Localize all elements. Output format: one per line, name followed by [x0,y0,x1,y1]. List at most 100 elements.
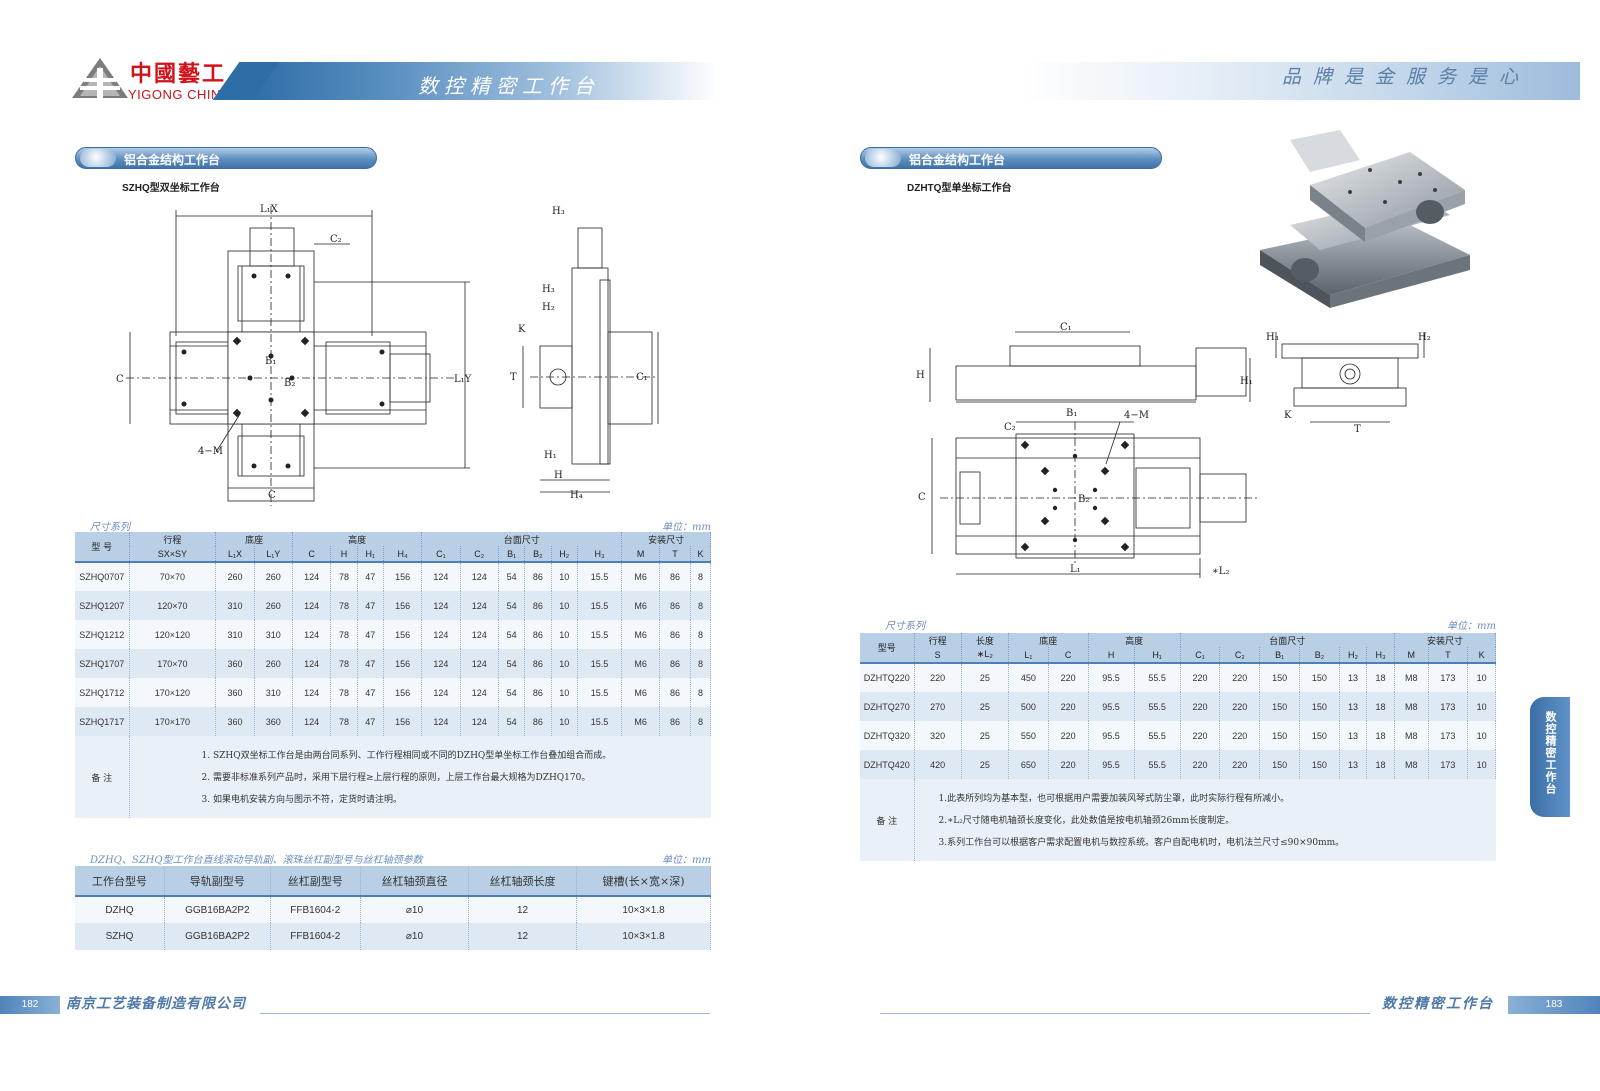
table-cell: 86 [659,678,691,707]
table-cell: 86 [659,562,691,591]
rail-column-header: 工作台型号 [75,866,165,897]
table-cell: 54 [498,591,526,620]
table-cell: 150 [1299,692,1340,721]
table-cell: M8 [1394,750,1429,779]
right-page-number: 183 [1508,996,1600,1014]
col-group-model: 型 号 [75,532,130,563]
table-cell: 10 [551,620,578,649]
rail-cell: ⌀10 [360,923,469,950]
table-cell: 15.5 [577,707,623,736]
column-header: L₁X [215,546,255,563]
table-cell: 18 [1366,750,1395,779]
logo-emblem-icon [72,58,128,98]
table-cell: 220 [1048,692,1089,721]
table-cell: 25 [961,663,1009,692]
rail-cell: DZHQ [75,896,165,923]
left-note-3: 3. 如果电机安装方向与图示不符，定货时请注明。 [201,795,402,805]
column-header: H₁ [1134,647,1181,664]
table-cell: M8 [1394,692,1429,721]
dim-l1y: L₁Y [454,374,472,385]
column-header: L₁Y [254,546,293,563]
dim-h1: H₁ [544,450,557,461]
side-tab-label: 数控精密工作台 [1544,711,1556,795]
table-cell: 150 [1259,663,1301,692]
dim-4m: 4−M [198,446,223,457]
footer-left-line [260,1013,710,1014]
rail-cell: 10×3×1.8 [576,923,711,950]
table-cell: 86 [659,591,691,620]
table-cell: 420 [914,750,962,779]
table-cell: 47 [357,678,384,707]
table-cell: 54 [498,562,526,591]
column-header: ∗L₂ [961,647,1009,664]
left-table-unit: 单位：mm [662,522,711,533]
r-dim-h3: H₃ [1266,332,1279,343]
table-cell: 220 [1180,750,1221,779]
table-cell: 55.5 [1134,750,1181,779]
column-header: C [1048,647,1089,664]
model-cell: DZHTQ220 [860,663,915,692]
table-cell: M8 [1394,721,1429,750]
table-cell: 86 [524,678,552,707]
table-cell: 10 [1467,663,1496,692]
left-page-number: 182 [0,996,60,1014]
table-cell: 150 [1259,692,1301,721]
model-cell: DZHTQ270 [860,692,915,721]
table-cell: 8 [690,591,712,620]
table-cell: M6 [621,562,661,591]
table-cell: 54 [498,678,526,707]
table-cell: 360 [254,707,293,736]
table-cell: 150 [1259,750,1301,779]
dim-h3-side: H₃ [542,284,555,295]
footer-right-line [880,1013,1370,1014]
rail-cell: ⌀10 [360,896,469,923]
table-cell: 156 [383,591,423,620]
right-note-label: 备 注 [860,779,915,861]
table-cell: 8 [690,707,712,736]
rail-table-caption: DZHQ、SZHQ型工作台直线滚动导轨副、滚珠丝杠副型号与丝杠轴颈参数 [90,855,423,866]
dim-k: K [518,324,526,335]
model-cell: SZHQ1717 [75,707,130,736]
rail-spec-table: 工作台型号导轨副型号丝杠副型号丝杠轴颈直径丝杠轴颈长度键槽(长×宽×深) DZH… [75,866,711,950]
table-cell: 25 [961,692,1009,721]
table-cell: 173 [1428,663,1469,692]
table-cell: 86 [659,620,691,649]
r-col-group-stroke: 行程 [914,633,962,647]
table-cell: 124 [292,649,332,678]
table-cell: 360 [215,707,255,736]
r-dim-b1: B₁ [1066,408,1077,419]
table-cell: 47 [357,562,384,591]
table-cell: 650 [1008,750,1049,779]
r-dim-c: C [918,492,926,503]
column-header: B₁ [498,546,526,563]
szhq-technical-drawing: L₁X C₂ B₁ B₂ C C L₁Y 4−M H₃ H₃ H₂ K T C₁… [116,204,659,506]
table-cell: 220 [1180,692,1221,721]
table-cell: 55.5 [1134,663,1181,692]
left-note-1: 1. SZHQ双坐标工作台是由两台同系列、工作行程相同或不同的DZHQ型单坐标工… [201,751,612,761]
table-cell: 25 [961,750,1009,779]
side-tab[interactable]: 数控精密工作台 [1530,697,1570,817]
table-cell: 95.5 [1088,750,1135,779]
rail-cell: 12 [468,896,578,923]
table-cell: 10 [1467,721,1496,750]
column-header: K [1467,647,1496,664]
header-title: 数控精密工作台 [418,74,600,98]
column-header: L₁ [1008,647,1049,664]
table-cell: 55.5 [1134,721,1181,750]
table-cell: 500 [1008,692,1049,721]
table-cell: 173 [1428,692,1469,721]
footer-product: 数控精密工作台 [1382,996,1494,1012]
table-cell: 220 [1219,721,1261,750]
table-cell: M6 [621,620,661,649]
rail-column-header: 丝杠副型号 [270,866,361,897]
r-col-group-mounting: 安装尺寸 [1394,633,1497,647]
table-cell: 15.5 [577,591,623,620]
column-header: H₂ [551,546,578,563]
logo-text-cn: 中國藝工 [130,61,227,87]
table-cell: 124 [421,591,461,620]
